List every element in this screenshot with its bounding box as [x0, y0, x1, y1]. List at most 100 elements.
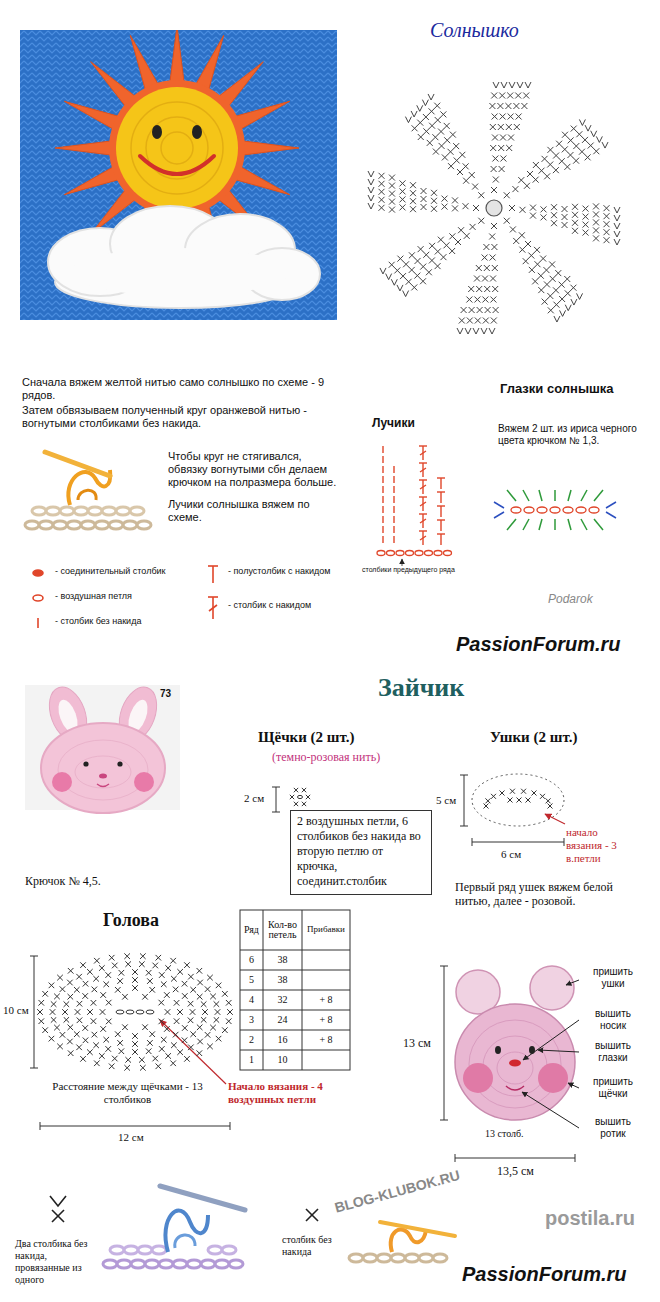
stitch-mark [604, 213, 610, 219]
stitch-mark [604, 229, 610, 235]
stitch-mark [64, 1017, 70, 1023]
instruction-text: Чтобы круг не стягивался, обвязку вогнут… [168, 450, 343, 490]
stitch-mark [508, 798, 513, 803]
stitch-mark [442, 196, 448, 202]
stitch-mark [463, 203, 469, 209]
stitch-mark [458, 227, 464, 233]
dec-illustration-part [159, 1260, 173, 1268]
stitch-mark [106, 1019, 112, 1025]
stitch-mark [394, 267, 400, 273]
dec-illustration-part [145, 1260, 159, 1268]
stitch-mark [412, 125, 418, 131]
stitch-mark [526, 798, 531, 803]
stitch-mark [100, 1026, 106, 1032]
stitch-mark [140, 953, 146, 959]
instruction-label: вышить ротик [582, 1116, 644, 1140]
table-header: Кол-во петель [263, 910, 302, 950]
stitch-mark [604, 205, 610, 211]
instruction-box: 2 воздушных петли, 6 столбиков без накид… [290, 810, 432, 895]
table-cell: + 8 [302, 1010, 350, 1030]
stitch-mark [493, 307, 499, 313]
stitch-mark [548, 804, 553, 809]
stitch-mark [518, 177, 524, 183]
stitch-mark [87, 1049, 93, 1055]
stitch-mark [492, 156, 498, 162]
stitch-mark [443, 242, 449, 248]
stitch-mark [514, 124, 520, 130]
stitch-mark [547, 293, 553, 299]
dec-illustration-part [201, 1260, 215, 1268]
stitch-mark [42, 1027, 48, 1033]
bunny-assembly-part [440, 1120, 448, 1121]
stitch-mark [444, 123, 450, 129]
stitch-mark [197, 968, 203, 974]
stitch-mark [146, 970, 152, 976]
stitch-mark [505, 103, 511, 109]
stitch-mark [100, 992, 106, 998]
stitch-mark [67, 980, 73, 986]
sc-illustration-part [391, 1229, 426, 1252]
ear-chart-part [464, 775, 465, 826]
stitch-mark [171, 976, 177, 982]
stitch-mark [490, 255, 496, 261]
stitch-mark [477, 307, 483, 313]
stitch-mark [489, 328, 495, 334]
sc-illustration-part [349, 1254, 363, 1262]
stitch-mark [54, 994, 60, 1000]
stitch-mark [77, 1001, 83, 1007]
stitch-mark [164, 992, 170, 998]
stitch-mark [49, 1036, 55, 1042]
stitch-mark [506, 124, 512, 130]
stitch-mark [551, 204, 557, 210]
legend-samples [33, 566, 218, 628]
stitch-mark [377, 551, 385, 556]
stitch-mark [546, 798, 551, 803]
stitch-mark [177, 1049, 183, 1055]
bunny-assembly-part [444, 966, 445, 1120]
stitch-mark [68, 1025, 74, 1031]
stitch-mark [551, 220, 557, 226]
stitch-mark [540, 794, 545, 799]
head-chart-part [30, 1068, 38, 1069]
stitch-mark [470, 224, 476, 230]
stitch-mark [489, 103, 495, 109]
stitch-mark [555, 270, 561, 276]
legend-text: - полустолбик с накидом [228, 566, 330, 577]
table-header: Прибавки [302, 910, 350, 950]
stitch-mark [572, 220, 578, 226]
stitch-mark [146, 1048, 152, 1054]
table-cell: 3 [240, 1010, 263, 1030]
stitch-mark [442, 204, 448, 210]
stitch-mark [547, 147, 553, 153]
legend-samples-part [208, 565, 218, 567]
concave-sc-illustration-part [32, 507, 46, 515]
stitch-mark [604, 221, 610, 227]
bunny-assembly-part [463, 1063, 493, 1093]
stitch-mark [521, 103, 527, 109]
stitch-mark [125, 1057, 131, 1063]
stitch-mark [421, 196, 427, 202]
stitch-mark [173, 987, 179, 993]
stitch-mark [524, 183, 530, 189]
dec-illustration-part [165, 1211, 208, 1252]
stitch-mark [573, 158, 579, 164]
stitch-mark [400, 180, 406, 186]
stitch-mark [533, 177, 539, 183]
stitch-mark [504, 192, 510, 198]
stitch-mark [530, 213, 536, 219]
stitch-mark [182, 993, 188, 999]
stitch-mark [142, 994, 148, 1000]
stitch-mark [583, 230, 589, 236]
stitch-mark [158, 1019, 164, 1025]
dimension-label: 10 см [3, 1004, 29, 1017]
stitch-mark [553, 302, 559, 308]
stitch-mark [544, 173, 550, 179]
stitch-mark [122, 994, 128, 1000]
stitch-mark [500, 114, 506, 120]
row-table-grid-part [240, 1030, 350, 1031]
stitch-mark [177, 969, 183, 975]
stitch-mark [54, 1025, 60, 1031]
stitch-mark [537, 507, 547, 513]
stitch-mark [54, 1025, 60, 1031]
stitch-mark [124, 953, 130, 959]
